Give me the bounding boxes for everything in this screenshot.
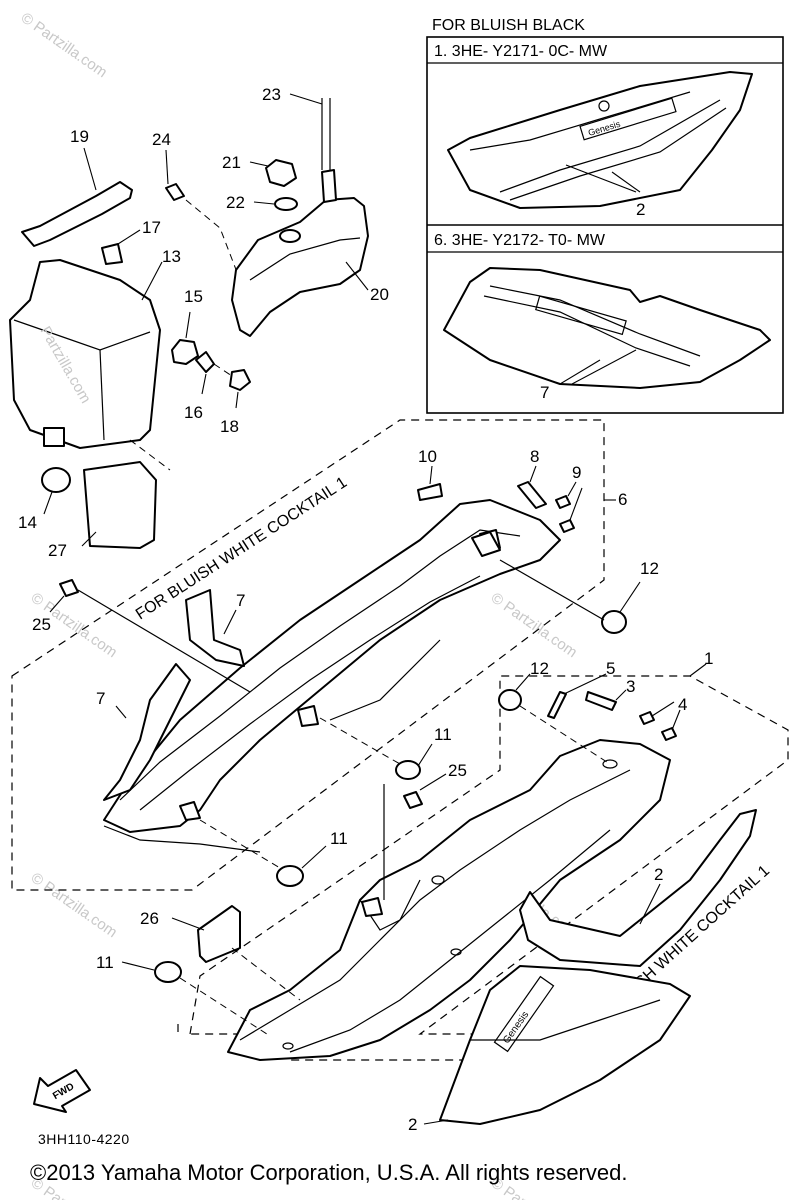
callout-7: 7 — [236, 591, 245, 610]
stripe-7 — [185, 589, 245, 667]
genesis-emblem — [579, 97, 677, 141]
callout-23: 23 — [262, 85, 281, 104]
watermark: © Partzilla.com — [28, 869, 121, 941]
callout-19: 19 — [70, 127, 89, 146]
callout-17: 17 — [142, 218, 161, 237]
clip-4b — [661, 727, 677, 741]
callout-24: 24 — [152, 130, 171, 149]
stripe-2-lower — [439, 965, 691, 1125]
callout-11: 11 — [434, 725, 452, 744]
callout-22: 22 — [226, 193, 245, 212]
emblem-10 — [417, 483, 443, 501]
washer — [274, 197, 298, 211]
callout-14: 14 — [18, 513, 37, 532]
callout-5: 5 — [606, 659, 615, 678]
callout-6: 6 — [618, 490, 627, 509]
callout-25: 25 — [448, 761, 467, 780]
part-number-6: 6. 3HE- Y2172- T0- MW — [434, 232, 606, 249]
callout-12: 12 — [530, 659, 549, 678]
callout-7: 7 — [96, 689, 105, 708]
grommet — [171, 339, 199, 365]
callout-20: 20 — [370, 285, 389, 304]
callout-3: 3 — [626, 677, 635, 696]
callout-21: 21 — [222, 153, 241, 172]
tank-cap — [265, 159, 297, 187]
assembly-boundary-1 — [189, 675, 789, 1061]
bolt-25b — [403, 791, 423, 809]
grommet-12 — [601, 610, 627, 634]
bluish-black-inset: FOR BLUISH BLACK 1. 3HE- Y2171- 0C- MW 6… — [426, 17, 784, 414]
sheet-26 — [197, 905, 241, 963]
callout-16: 16 — [184, 403, 203, 422]
callout-18: 18 — [220, 417, 239, 436]
emblem-3 — [585, 691, 617, 711]
watermark: © Partzilla.com — [18, 9, 111, 81]
callout-11: 11 — [330, 829, 348, 848]
battery-strap — [21, 181, 133, 247]
callout-25: 25 — [32, 615, 51, 634]
assembly-boundary-6 — [11, 419, 605, 891]
callout-4: 4 — [678, 695, 687, 714]
bolt-18 — [229, 369, 251, 391]
callout-10: 10 — [418, 447, 437, 466]
grommet-11b — [276, 865, 304, 887]
callout-27: 27 — [48, 541, 67, 560]
tank-neck — [321, 169, 337, 203]
grommet-11 — [395, 760, 421, 780]
side-cover-1-assembly: FOR BLUISH WHITE COCKTAIL 1 1 2 Genesis … — [96, 649, 789, 1134]
bluish-black-header: FOR BLUISH BLACK — [432, 17, 585, 34]
callout-15: 15 — [184, 287, 203, 306]
stripe-7-lower — [103, 663, 191, 801]
callout-12: 12 — [640, 559, 659, 578]
stripe-2-upper — [519, 809, 757, 967]
forward-arrow-icon: FWD — [33, 1069, 91, 1113]
battery-area: 19 Partzilla.com 14 27 17 13 24 15 — [9, 85, 389, 560]
callout-7: 7 — [540, 383, 549, 402]
diagram-reference-code: 3HH110-4220 — [38, 1131, 130, 1147]
clip-9a — [555, 495, 571, 509]
reservoir-tank — [231, 197, 369, 337]
copyright-notice: ©2013 Yamaha Motor Corporation, U.S.A. A… — [30, 1160, 628, 1185]
side-cover-left-black — [447, 71, 753, 209]
rubber-sheet — [83, 461, 157, 549]
genesis-emblem-lower — [493, 975, 555, 1053]
callout-26: 26 — [140, 909, 159, 928]
side-cover-right-black — [443, 267, 771, 389]
callout-2: 2 — [408, 1115, 417, 1134]
callout-9: 9 — [572, 463, 581, 482]
clip-4a — [639, 711, 655, 725]
battery-damper — [41, 467, 71, 493]
grommet-12b — [498, 689, 522, 711]
part-number-1: 1. 3HE- Y2171- 0C- MW — [434, 43, 608, 60]
callout-2: 2 — [636, 200, 645, 219]
callout-2: 2 — [654, 865, 663, 884]
callout-1: 1 — [704, 649, 713, 668]
bolt-25 — [59, 579, 79, 597]
emblem-8 — [517, 481, 547, 509]
watermark: © Partzilla.com — [488, 589, 581, 661]
clip-9b — [559, 519, 575, 533]
callout-11: 11 — [96, 953, 114, 972]
callout-13: 13 — [162, 247, 181, 266]
emblem-5 — [547, 691, 567, 719]
grommet-11c — [154, 961, 182, 983]
battery-box — [9, 259, 161, 449]
clip — [101, 243, 123, 265]
bolt — [165, 183, 185, 201]
callout-8: 8 — [530, 447, 539, 466]
side-cover-left — [227, 739, 671, 1061]
